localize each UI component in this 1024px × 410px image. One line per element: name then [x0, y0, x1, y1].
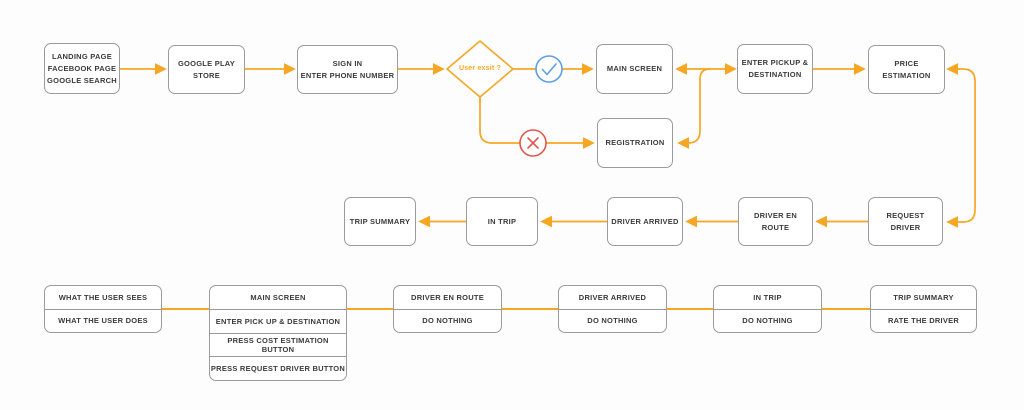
lane-column-in-trip: IN TRIP DO NOTHING — [713, 285, 822, 333]
connector-decision-no-to-registration — [479, 97, 595, 149]
lane-row: WHAT THE USER SEES — [58, 292, 148, 302]
node-google-play-store: GOOGLE PLAY STORE — [168, 45, 245, 94]
node-landing-sources: LANDING PAGE FACEBOOK PAGE GOOGLE SEARCH — [44, 43, 120, 94]
node-driver-en-route: DRIVER EN ROUTE — [738, 197, 813, 246]
decision-label: User exsit ? — [458, 64, 502, 72]
node-trip-summary: TRIP SUMMARY — [344, 197, 416, 246]
node-driver-arrived: DRIVER ARRIVED — [607, 197, 683, 246]
lane-row: WHAT THE USER DOES — [45, 308, 161, 333]
lane-row: DO NOTHING — [714, 308, 821, 333]
decision-diamond — [446, 40, 514, 98]
lane-row: PRESS COST ESTIMATION BUTTON — [210, 332, 346, 357]
node-main-screen: MAIN SCREEN — [596, 44, 673, 94]
connector-price-request-link — [946, 63, 976, 228]
node-registration: REGISTRATION — [597, 118, 673, 168]
lane-column-trip-summary: TRIP SUMMARY RATE THE DRIVER — [870, 285, 977, 333]
lane-column-driver-en-route: DRIVER EN ROUTE DO NOTHING — [393, 285, 502, 333]
lane-row: DRIVER ARRIVED — [578, 292, 647, 302]
node-enter-pickup-destination: ENTER PICKUP & DESTINATION — [737, 44, 813, 94]
lane-column-driver-arrived: DRIVER ARRIVED DO NOTHING — [558, 285, 667, 333]
node-sign-in: SIGN IN ENTER PHONE NUMBER — [297, 45, 398, 94]
no-cross-icon — [519, 129, 547, 157]
lane-row: PRESS REQUEST DRIVER BUTTON — [210, 356, 346, 380]
connector-junction-to-registration — [677, 68, 711, 149]
lane-legend: WHAT THE USER SEES WHAT THE USER DOES — [44, 285, 162, 333]
lane-row: DO NOTHING — [394, 308, 501, 333]
lane-row: DO NOTHING — [559, 308, 666, 333]
node-request-driver: REQUEST DRIVER — [868, 197, 943, 246]
lane-row: RATE THE DRIVER — [871, 308, 976, 333]
lane-row: DRIVER EN ROUTE — [411, 292, 484, 302]
lane-row: IN TRIP — [753, 292, 782, 302]
node-in-trip: IN TRIP — [466, 197, 538, 246]
yes-check-icon — [535, 55, 563, 83]
lane-row: TRIP SUMMARY — [893, 292, 954, 302]
lane-row: MAIN SCREEN — [250, 292, 306, 302]
node-price-estimation: PRICE ESTIMATION — [868, 45, 945, 94]
lane-column-main-screen: MAIN SCREEN ENTER PICK UP & DESTINATION … — [209, 285, 347, 381]
lane-row: ENTER PICK UP & DESTINATION — [210, 308, 346, 333]
